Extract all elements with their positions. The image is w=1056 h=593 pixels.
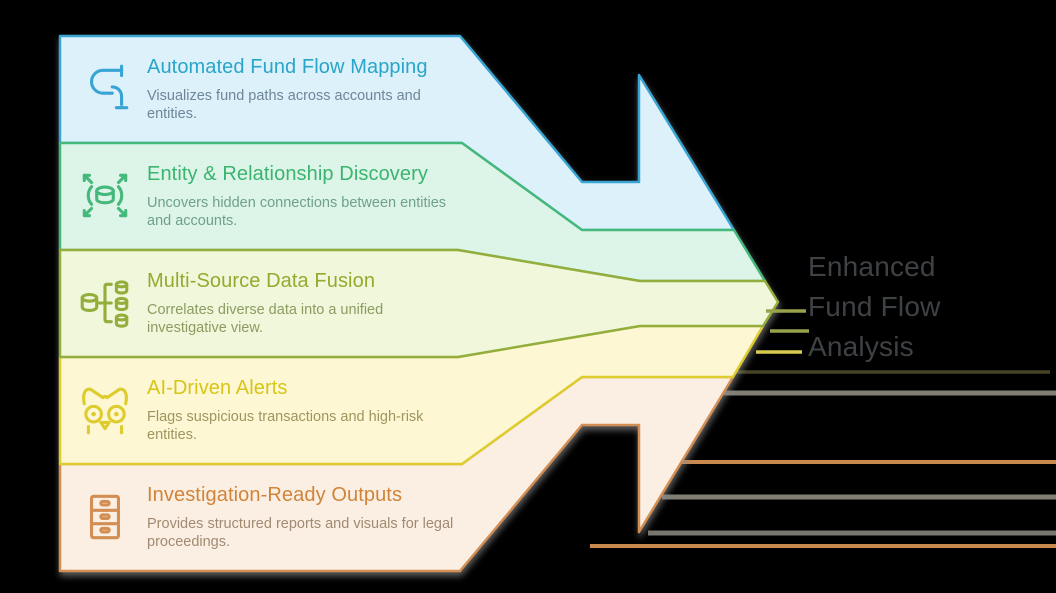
band-description: Flags suspicious transactions and high-r… bbox=[147, 408, 424, 444]
band-title: Multi-Source Data Fusion bbox=[147, 269, 376, 292]
band-description: Correlates diverse data into a unified i… bbox=[147, 301, 384, 337]
band-automated-fund-flow-mapping: Automated Fund Flow Mapping Visualizes f… bbox=[76, 47, 458, 131]
result-label-line: Analysis bbox=[808, 331, 914, 362]
band-title: Entity & Relationship Discovery bbox=[147, 162, 428, 185]
band-ai-driven-alerts: AI-Driven Alerts Flags suspicious transa… bbox=[76, 368, 458, 452]
band-shape-multi-source-data-fusion bbox=[58, 248, 780, 359]
band-entity-relationship-discovery: Entity & Relationship Discovery Uncovers… bbox=[76, 154, 458, 238]
tip-tick-lines bbox=[756, 309, 809, 354]
band-title: Automated Fund Flow Mapping bbox=[147, 55, 428, 78]
entity-discovery-icon bbox=[76, 167, 134, 225]
file-cabinet-icon bbox=[76, 488, 134, 546]
band-description: Provides structured reports and visuals … bbox=[147, 515, 454, 551]
band-description: Visualizes fund paths across accounts an… bbox=[147, 87, 421, 123]
band-investigation-ready-outputs: Investigation-Ready Outputs Provides str… bbox=[76, 475, 458, 559]
band-multi-source-data-fusion: Multi-Source Data Fusion Correlates dive… bbox=[76, 261, 458, 345]
pipe-icon bbox=[76, 60, 134, 118]
result-label: Enhanced Fund Flow Analysis bbox=[808, 247, 941, 367]
result-label-line: Fund Flow bbox=[808, 291, 941, 322]
band-description: Uncovers hidden connections between enti… bbox=[147, 194, 447, 230]
background-stripes bbox=[590, 370, 1056, 548]
result-label-line: Enhanced bbox=[808, 251, 936, 282]
owl-icon bbox=[76, 381, 134, 439]
band-title: Investigation-Ready Outputs bbox=[147, 483, 403, 506]
band-title: AI-Driven Alerts bbox=[147, 376, 288, 399]
arrow-bands bbox=[58, 34, 780, 573]
data-fusion-icon bbox=[76, 274, 134, 332]
